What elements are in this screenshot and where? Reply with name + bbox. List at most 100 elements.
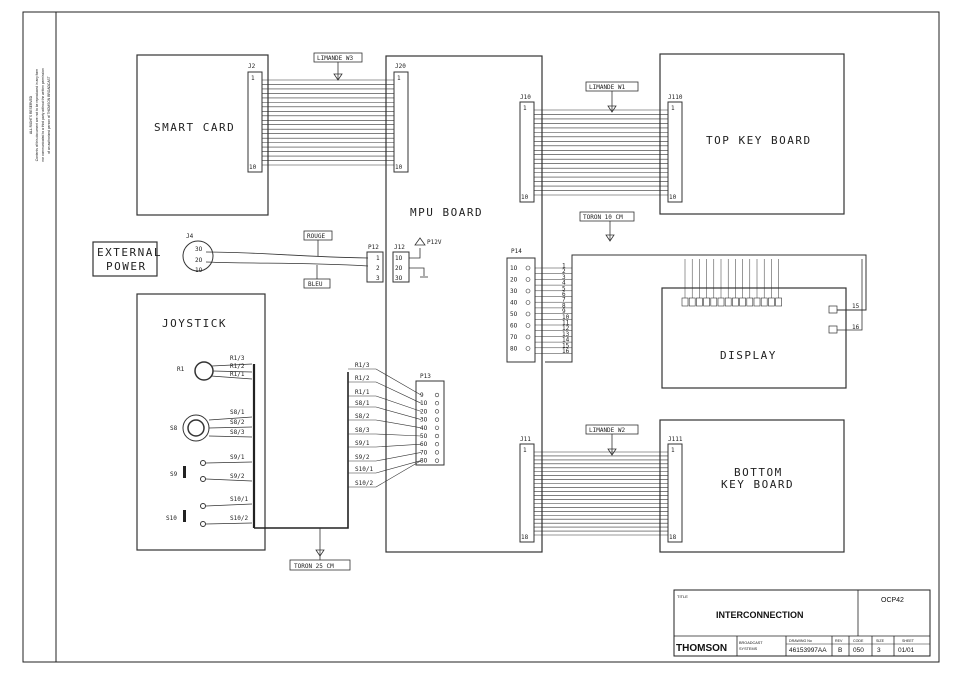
p13-wire-label: S9/1 [355,440,370,447]
p14-wire-number: 1 [562,263,566,270]
display-pin-16: 16 [852,324,860,331]
joystick-wire-label: S9/1 [230,454,245,461]
s9-label: S9 [170,471,178,478]
s8-switch [182,414,210,442]
external-power-block [92,241,158,277]
display-pin-box [760,297,768,307]
drawing-no-value: 46153997AA [789,647,827,654]
toron10-label: TORON 10 CM [583,214,623,221]
display-pin-box [724,297,732,307]
p14-pin-dot [525,334,531,340]
p13-pin: 3O [420,417,428,424]
header-code: CODE [853,639,864,643]
joystick-block [136,293,266,551]
j110-pin-1: 1 [671,105,675,112]
p13-wire-label: S8/3 [355,427,370,434]
limande-w3-label: LIMANDE W3 [317,55,354,62]
legal-line-1: ALL RIGHTS RESERVED [29,95,33,134]
j111-pin-1: 1 [671,447,675,454]
legal-line-3: nor communicated to a third party withou… [41,68,45,162]
w2-arrow-icon [607,448,617,456]
p12-pin-3: 3 [376,275,380,282]
bottom-key-board-label-1: BOTTOM [734,466,783,479]
p14-pin-dot [525,300,531,305]
display-pin-box [681,297,689,307]
title-label: TITLE [677,594,688,599]
p14-wire-number: 10 [562,314,570,321]
legal-line-4: of an authorized person of THOMSON BROAD… [47,76,51,153]
j2-pin-1: 1 [251,75,255,82]
j2-connector [247,71,263,173]
r1-potentiometer [194,361,214,381]
p14-label: P14 [511,248,522,255]
mpu-board-block [385,55,543,553]
bottom-key-board-label-2: KEY BOARD [721,478,794,491]
power-wire-rouge [205,251,369,259]
p14-wire-number: 11 [562,320,570,327]
display-pin-box [688,297,696,307]
p14-wire-number: 2 [562,268,566,275]
display-pin-box [739,297,746,307]
size-value: 3 [877,647,881,654]
ribbon-w2 [534,451,668,536]
j12-label: J12 [394,244,405,251]
toron25-label: TORON 25 CM [294,563,334,570]
p13-conductor [348,443,422,448]
code-no-value: 050 [853,647,864,654]
display-pin-box [696,297,703,307]
j4-pin-1: 1O [195,267,203,274]
display-pin-box [775,297,782,307]
joystick-wire-label: R1/3 [230,355,245,362]
j20-label: J20 [395,63,406,70]
p13-pin: 4O [420,425,428,432]
p13-conductor [348,406,422,420]
p14-pin: 6O [510,323,518,330]
j20-pin-10: 10 [395,164,403,171]
external-power-label-2: POWER [106,260,147,273]
j110-connector [667,101,683,203]
p14-pin-dot [525,323,531,328]
p13-pin: 5O [420,433,428,440]
p13-conductor [348,433,422,437]
p13-wire-label: R1/1 [355,389,370,396]
top-key-board-label: TOP KEY BOARD [706,134,812,147]
p13-pin-dot [434,442,440,447]
w3-arrow-icon [333,73,343,81]
p12-pin-1: 1 [376,255,380,262]
p12v-arrow-icon [414,237,426,246]
p13-wire-label: S8/2 [355,413,370,420]
p13-label: P13 [420,373,431,380]
p13-conductor [348,452,422,462]
j10-label: J10 [520,94,531,101]
r1-label: R1 [177,366,185,373]
legal-line-2: Contents of this document are not to be … [35,68,39,161]
j12-pin-3: 3O [395,275,403,282]
p13-conductor [348,395,422,412]
bleu-label: BLEU [308,281,323,288]
p13-pin-dot [434,417,440,422]
j111-label: J111 [668,436,683,443]
j11-label: J11 [520,436,531,443]
display-pin-box [710,297,718,307]
p14-pin-dot [525,277,531,282]
p14-pin: 8O [510,346,518,353]
title-block: TITLE INTERCONNECTION OCP42 THOMSON BROA… [673,589,931,657]
j4-jack [182,240,214,272]
p13-pin-dot [434,425,440,430]
p12-label: P12 [368,244,379,251]
joystick-wire-label: S10/2 [230,515,248,522]
joystick-wire-label: S8/2 [230,419,245,426]
limande-w1-label: LIMANDE W1 [589,84,626,91]
brand-sub-2: SYSTEMS [739,647,758,651]
j12-pin-2: 2O [395,265,403,272]
p14-wire-number: 13 [562,331,570,338]
p13-conductor [348,381,422,404]
joystick-wire-label: S10/1 [230,496,248,503]
top-key-board-block [659,53,845,215]
j11-pin-18: 18 [521,534,529,541]
p13-wire-label: S9/2 [355,454,370,461]
joystick-wire-label: S8/1 [230,409,245,416]
